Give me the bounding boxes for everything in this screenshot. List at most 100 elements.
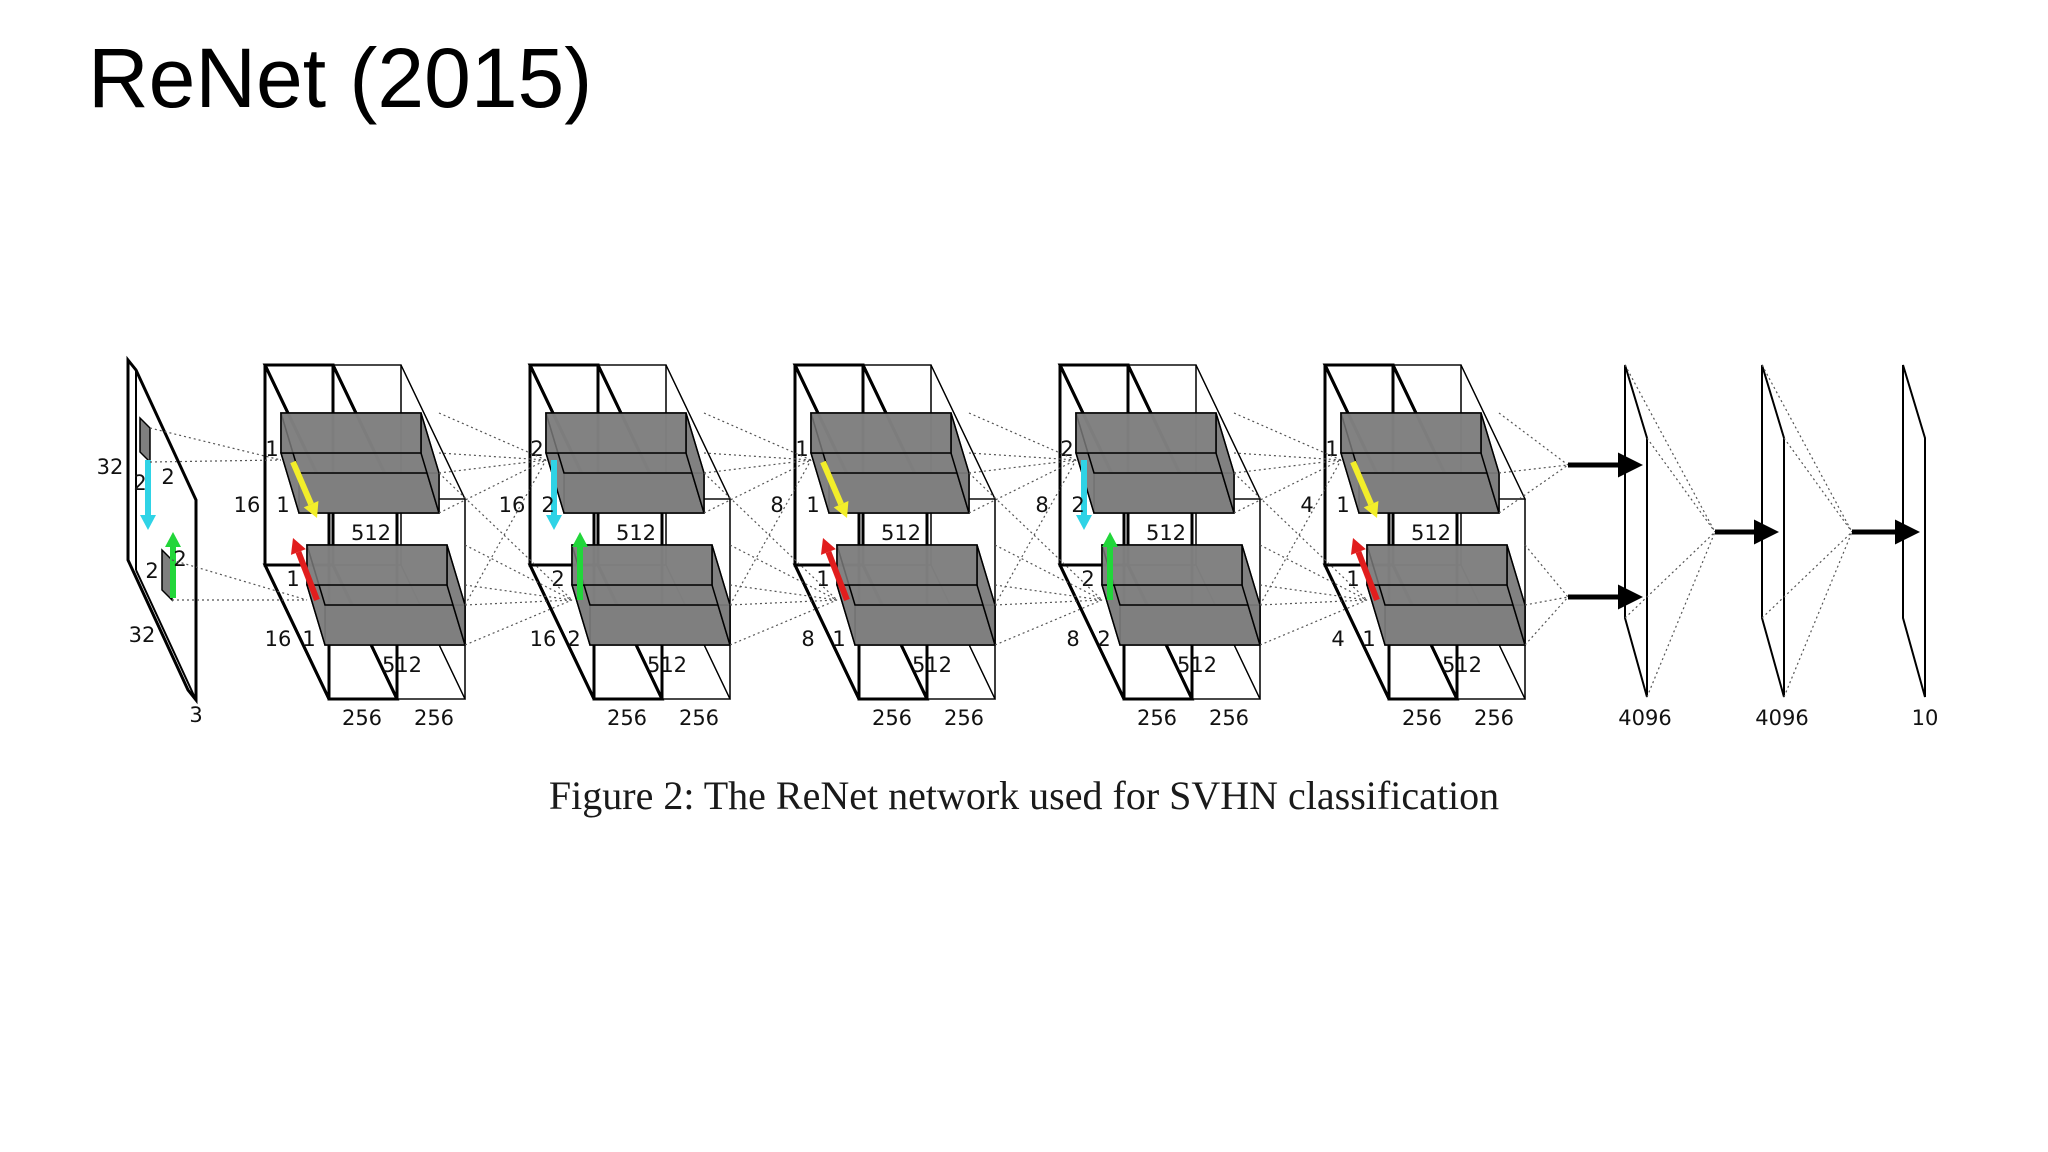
- stage-3-dim-bot-label: 8: [801, 627, 814, 651]
- connector-cross-b: [464, 459, 547, 606]
- stage-2-arrow-green-head: [572, 532, 588, 547]
- dense-layer-3-label: 10: [1912, 706, 1939, 730]
- dense-connector-top-2: [1498, 464, 1569, 514]
- stage-1-arrow-yellow: [290, 460, 319, 518]
- dense-conv-0-a: [1624, 364, 1716, 533]
- connector-cross-b: [729, 459, 812, 606]
- input-width-label: 32: [129, 623, 156, 647]
- stage-4-top-feature-front: [1075, 412, 1217, 454]
- stage-1-patch-top2-label: 1: [276, 493, 289, 517]
- connector-bot-1: [464, 599, 573, 606]
- stage-5-bottom-feature: [1365, 544, 1527, 646]
- stage-5-arrow-red: [1350, 538, 1380, 602]
- dense-connector-bot-1: [1524, 596, 1569, 606]
- dense-layer-2-label: 4096: [1755, 706, 1808, 730]
- stage-5-arrow-yellow: [1350, 460, 1379, 518]
- stage-4-arrow-cyan-head: [1076, 515, 1092, 530]
- stage-2-top-feature-front: [545, 412, 687, 454]
- dense-conv-0-c: [1646, 531, 1716, 698]
- input-slab: [126, 355, 198, 705]
- connector-cross-a: [1233, 472, 1368, 601]
- stage-3-patch-bot2-label: 1: [832, 627, 845, 651]
- stage-5-bottom-feature-front: [1366, 544, 1508, 586]
- connector-cross-a: [968, 472, 1103, 601]
- stage-4-bottom-feature-front: [1101, 544, 1243, 586]
- input-slab-bottom-edge: [135, 569, 197, 701]
- stage-3-feature-bot-label: 512: [912, 653, 952, 677]
- stage-3-arrow-yellow-shaft: [820, 460, 844, 506]
- input-patch-bottom-w-label: 2: [173, 547, 186, 571]
- dense-layer-3: 10: [1902, 364, 1939, 730]
- stage-1-arrow-red-head: [290, 538, 306, 555]
- stage-4-dim-top-label: 8: [1035, 493, 1048, 517]
- stage-2-patch-bot-label: 2: [551, 567, 564, 591]
- stage-4-patch-bot2-label: 2: [1097, 627, 1110, 651]
- connector-bot-0: [729, 544, 838, 601]
- stage-2-arrow-cyan-head: [546, 515, 562, 530]
- stage-4-arrow-cyan: [1076, 460, 1092, 530]
- input-channels-label: 3: [189, 703, 202, 727]
- stage-3-bottom-feature: [835, 544, 997, 646]
- stage-5-arrow-red-head: [1350, 538, 1366, 555]
- stage-3-width2-label: 256: [944, 706, 984, 730]
- stage-3-patch-bot-label: 1: [816, 567, 829, 591]
- connector-bot-3: [729, 599, 838, 646]
- stage-5-top-feature: [1339, 412, 1501, 514]
- stage-2-patch-top-label: 2: [530, 437, 543, 461]
- stage-4-feature-bot-label: 512: [1177, 653, 1217, 677]
- stage-5-patch-bot-label: 1: [1346, 567, 1359, 591]
- input-arrow-green: [165, 532, 181, 598]
- stage-1-patch-bot-label: 1: [286, 567, 299, 591]
- stage-5-dim-bot-label: 4: [1331, 627, 1344, 651]
- connector-bot-0: [1259, 544, 1368, 601]
- stage-5-feature-bot-label: 512: [1442, 653, 1482, 677]
- input-height-label: 32: [97, 455, 124, 479]
- input-patch-bottom-h-label: 2: [145, 559, 158, 583]
- dense-conv-1-d: [1761, 531, 1853, 619]
- stage-5-top-feature-front: [1340, 412, 1482, 454]
- slide-title: ReNet (2015): [88, 31, 593, 125]
- connector-bot-3: [994, 599, 1103, 646]
- stage-3-dim-top-label: 8: [770, 493, 783, 517]
- stage-5-patch-top-label: 1: [1325, 437, 1338, 461]
- stage-1-width2-label: 256: [414, 706, 454, 730]
- stage-5-arrow-red-shaft: [1355, 550, 1380, 602]
- stage-4-width1-label: 256: [1137, 706, 1177, 730]
- stage-2-feature-top-label: 512: [616, 521, 656, 545]
- connector-bot-2: [994, 584, 1103, 601]
- dense-connector-top-0: [1498, 412, 1569, 466]
- stage-4-patch-top-label: 2: [1060, 437, 1073, 461]
- stage-3-patch-top-label: 1: [795, 437, 808, 461]
- stage-1-arrow-red: [290, 538, 320, 602]
- connector-input-2: [149, 459, 282, 463]
- dense-connector-top-1: [1498, 464, 1569, 474]
- stage-2-width1-label: 256: [607, 706, 647, 730]
- stage-4-arrow-green-head: [1102, 532, 1118, 547]
- stage-2-bottom-feature-front: [571, 544, 713, 586]
- dense-conv-0-d: [1624, 531, 1716, 619]
- connector-bot-1: [729, 599, 838, 606]
- stage-5-dim-top-label: 4: [1300, 493, 1313, 517]
- figure-caption: Figure 2: The ReNet network used for SVH…: [548, 773, 1500, 818]
- stage-3-arrow-yellow: [820, 460, 849, 518]
- stage-5-width2-label: 256: [1474, 706, 1514, 730]
- stage-1-patch-bot2-label: 1: [302, 627, 315, 651]
- stage-1-bottom-feature-front: [306, 544, 448, 586]
- stage-2-dim-bot-label: 16: [530, 627, 557, 651]
- dense-layer-2: 4096: [1755, 364, 1920, 730]
- stage-1-width1-label: 256: [342, 706, 382, 730]
- stage-2-feature-bot-label: 512: [647, 653, 687, 677]
- stage-1-dim-bot-label: 16: [265, 627, 292, 651]
- connector-input-3: [171, 559, 308, 601]
- connector-cross-b: [1259, 459, 1342, 606]
- input-patch-top: [139, 416, 151, 464]
- dense-conv-0-b: [1646, 437, 1716, 533]
- stage-1-dim-top-label: 16: [234, 493, 261, 517]
- stage-1-bottom-feature: [305, 544, 467, 646]
- stage-5-patch-top2-label: 1: [1336, 493, 1349, 517]
- stage-3-width1-label: 256: [872, 706, 912, 730]
